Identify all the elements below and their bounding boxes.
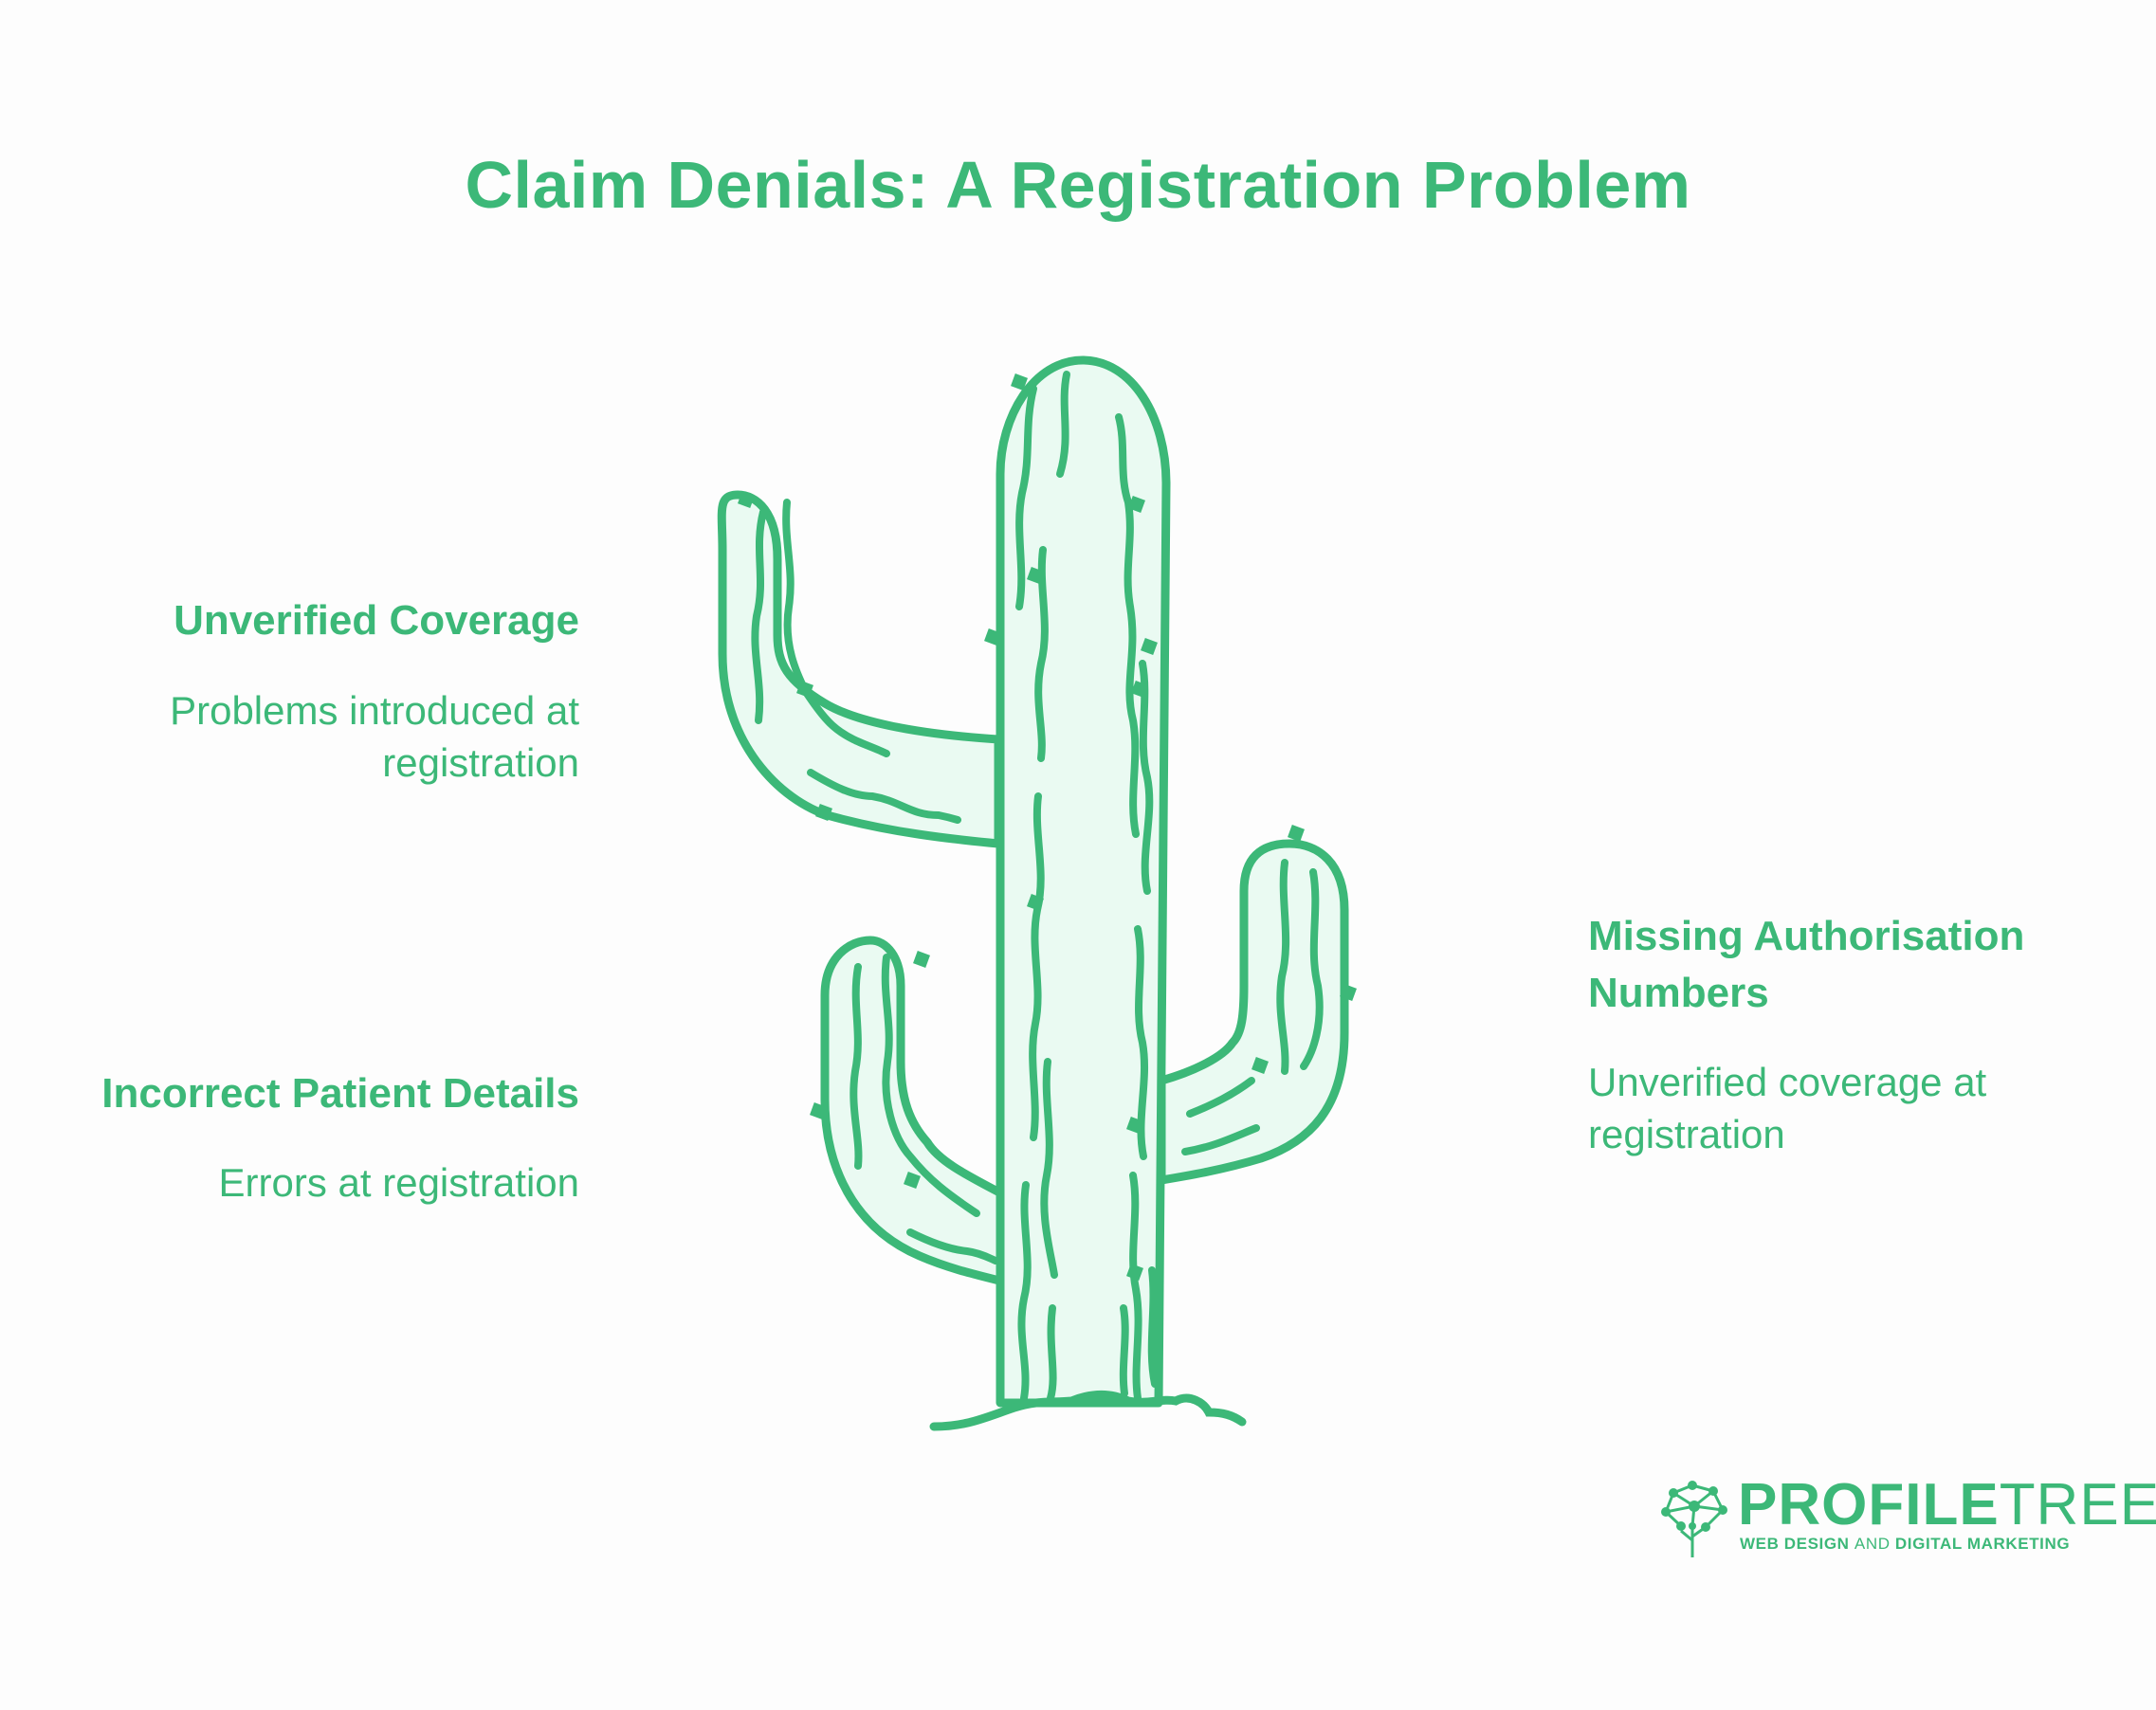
lower-arm-rib-2	[881, 954, 980, 1217]
spine-knob-13	[913, 951, 930, 968]
trunk-rib-3	[1115, 413, 1140, 838]
spine-knob-3	[1027, 567, 1044, 584]
spine-knob-2	[1128, 496, 1145, 513]
cactus-ground	[929, 1390, 1247, 1431]
cactus-right-arm	[1157, 839, 1349, 1185]
spine-knob-6	[1131, 681, 1148, 698]
trunk-rib-12	[1147, 1266, 1159, 1388]
logo-word-bold: PROFILE	[1738, 1472, 2000, 1537]
cactus-left-lower-arm	[820, 936, 1008, 1286]
spine-knob-14	[810, 1102, 827, 1119]
cactus-left-upper-arm	[717, 490, 1003, 848]
right-arm-rib-4	[1181, 1124, 1260, 1155]
right-arm-rib-3	[1186, 1077, 1255, 1118]
spine-knob-15	[904, 1172, 921, 1189]
upper-arm-rib-1	[751, 508, 767, 724]
missing-authorisation-heading-line-1: Missing Authorisation	[1588, 913, 2025, 959]
trunk-rib-6	[1029, 792, 1045, 1141]
logo-wordmark: PROFILETREE	[1738, 1474, 2156, 1537]
trunk-rib-1	[1015, 385, 1037, 610]
trunk-rib-13	[1119, 1304, 1129, 1397]
spine-knob-17	[1340, 984, 1357, 1001]
spine-knob-18	[1252, 1057, 1269, 1074]
trunk-rib-2	[1056, 371, 1070, 478]
missing-authorisation-heading-line-2: Numbers	[1588, 970, 1769, 1016]
right-arm-rib-1	[1276, 859, 1290, 1075]
trunk-rib-11	[1047, 1304, 1057, 1402]
spine-knob-12	[815, 804, 832, 821]
trunk-rib-8	[1040, 1058, 1058, 1279]
unverified-coverage-description-line-1: Problems introduced at	[170, 688, 579, 733]
incorrect-patient-details-heading: Incorrect Patient Details	[101, 1070, 579, 1117]
logo-tag-bold-1: WEB DESIGN	[1740, 1535, 1850, 1553]
logo-tagline: WEB DESIGN AND DIGITAL MARKETING	[1740, 1535, 2070, 1554]
incorrect-patient-details-description: Errors at registration	[218, 1160, 579, 1205]
spine-knob-7	[1027, 894, 1044, 911]
spine-knob-1	[1011, 373, 1028, 391]
unverified-coverage-heading: Unverified Coverage	[174, 597, 579, 644]
spine-knob-16	[1288, 825, 1305, 842]
profiletree-logo: PROFILETREE WEB DESIGN AND DIGITAL MARKE…	[1654, 1474, 2156, 1559]
spine-knob-5	[1141, 638, 1158, 655]
spine-knob-8	[1126, 1117, 1143, 1134]
page-title: Claim Denials: A Registration Problem	[465, 148, 1691, 222]
logo-tag-bold-2: DIGITAL MARKETING	[1894, 1535, 2071, 1553]
spine-knob-9	[1126, 1264, 1143, 1281]
lower-arm-rib-1	[850, 963, 863, 1170]
spine-knob-4	[984, 628, 1001, 646]
lower-arm-rib-3	[906, 1228, 999, 1264]
tree-network-icon	[1661, 1481, 1727, 1557]
logo-tag-thin: AND	[1854, 1535, 1891, 1553]
right-arm-rib-2	[1300, 868, 1324, 1070]
spine-knob-11	[796, 681, 813, 698]
unverified-coverage-description-line-2: registration	[382, 740, 579, 785]
missing-authorisation-description-line-1: Unverified coverage at	[1588, 1060, 1987, 1104]
logo-word-thin: TREE	[1999, 1472, 2156, 1537]
trunk-rib-9	[1017, 1181, 1032, 1402]
trunk-rib-4	[1034, 546, 1049, 762]
upper-arm-rib-3	[807, 769, 961, 824]
spine-knob-10	[738, 491, 755, 508]
trunk-rib-10	[1129, 1172, 1142, 1402]
missing-authorisation-description-line-2: registration	[1588, 1112, 1785, 1156]
trunk-rib-5	[1139, 660, 1154, 895]
